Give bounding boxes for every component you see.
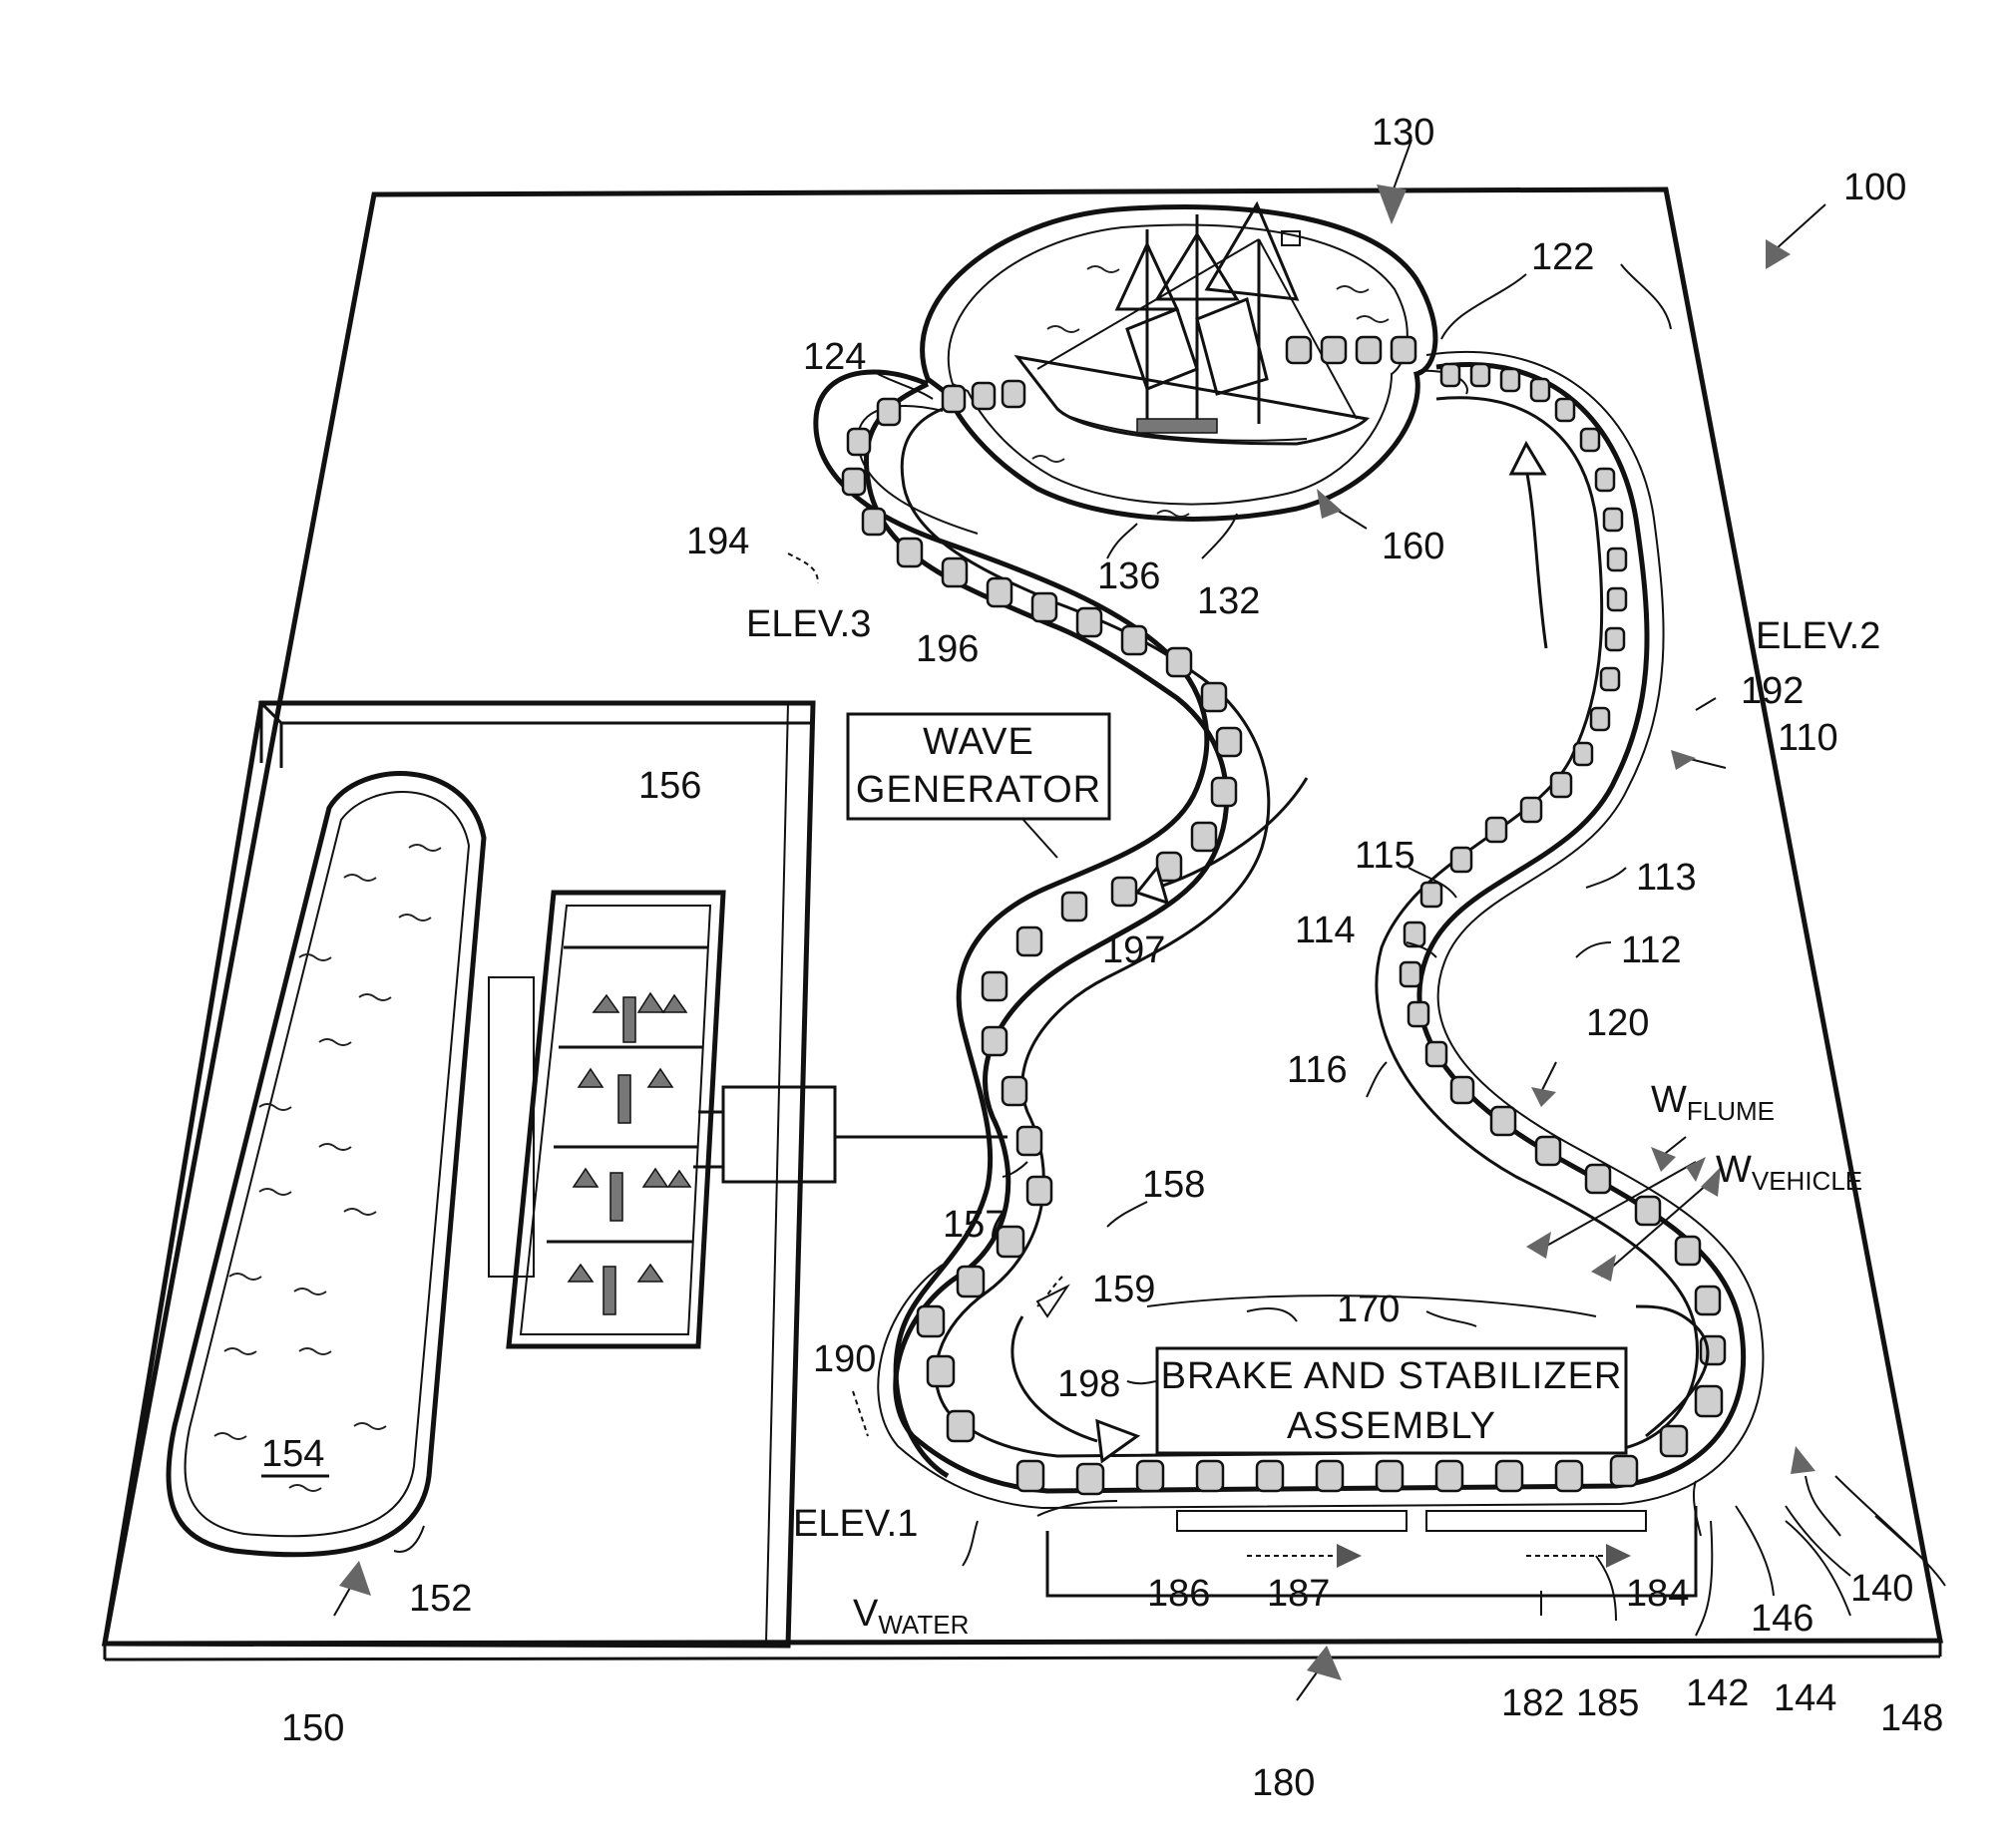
reservoir-structure	[102, 700, 1008, 1649]
label-160: 160	[1382, 526, 1444, 567]
label-154: 154	[261, 1433, 324, 1475]
w-vehicle-sub: VEHICLE	[1752, 1166, 1862, 1196]
label-v-water: VWATER	[853, 1593, 969, 1640]
vehicles	[841, 335, 1727, 1496]
label-184: 184	[1626, 1573, 1689, 1615]
label-110: 110	[1778, 717, 1838, 759]
label-114: 114	[1295, 910, 1356, 951]
label-170: 170	[1337, 1289, 1400, 1330]
label-187: 187	[1267, 1573, 1330, 1615]
label-198: 198	[1057, 1363, 1120, 1405]
wave-generator-line2: GENERATOR	[856, 769, 1101, 811]
label-150: 150	[281, 1707, 344, 1749]
ship	[1013, 200, 1371, 446]
label-124: 124	[803, 336, 866, 378]
label-157: 157	[943, 1204, 1006, 1246]
label-159: 159	[1092, 1269, 1155, 1310]
label-elev2: ELEV.2	[1756, 615, 1880, 657]
label-elev3: ELEV.3	[746, 603, 871, 645]
label-152: 152	[409, 1578, 472, 1620]
label-115: 115	[1355, 835, 1415, 877]
label-180: 180	[1252, 1762, 1315, 1804]
label-146: 146	[1751, 1598, 1814, 1640]
wave-generator-line1: WAVE	[923, 721, 1034, 763]
label-122: 122	[1531, 236, 1594, 278]
label-197: 197	[1102, 929, 1165, 971]
flow-arrows	[1010, 440, 1710, 1464]
label-130: 130	[1372, 112, 1434, 154]
label-113: 113	[1636, 857, 1697, 899]
label-185: 185	[1576, 1682, 1639, 1724]
pond	[920, 200, 1438, 522]
label-132: 132	[1197, 580, 1260, 622]
label-116: 116	[1287, 1049, 1348, 1091]
label-190: 190	[813, 1338, 876, 1380]
leader-lines	[333, 139, 1946, 1701]
wave-generator-box: WAVE GENERATOR	[846, 712, 1111, 859]
label-158: 158	[1142, 1164, 1205, 1206]
label-182: 182	[1501, 1682, 1564, 1724]
brake-stabilizer-box: BRAKE AND STABILIZER ASSEMBLY	[1155, 1346, 1628, 1455]
label-148: 148	[1880, 1697, 1943, 1739]
label-144: 144	[1774, 1677, 1836, 1719]
label-142: 142	[1686, 1672, 1749, 1714]
label-140: 140	[1850, 1568, 1913, 1610]
label-136: 136	[1097, 555, 1160, 597]
brake-box-line2: ASSEMBLY	[1287, 1405, 1496, 1447]
w-flume-sub: FLUME	[1687, 1096, 1775, 1126]
label-186: 186	[1147, 1573, 1210, 1615]
w-flume-main: W	[1651, 1079, 1687, 1121]
label-100: 100	[1843, 167, 1906, 208]
label-192: 192	[1741, 670, 1804, 712]
label-elev1: ELEV.1	[793, 1503, 918, 1545]
label-196: 196	[916, 628, 979, 670]
label-112: 112	[1621, 929, 1682, 971]
label-156: 156	[638, 765, 701, 807]
label-120: 120	[1586, 1002, 1649, 1044]
label-194: 194	[686, 521, 749, 562]
brake-box-line1: BRAKE AND STABILIZER	[1161, 1355, 1623, 1397]
base-platform	[101, 186, 1944, 1661]
v-water-sub: WATER	[878, 1610, 969, 1640]
v-water-main: V	[853, 1593, 879, 1635]
label-w-vehicle: WVEHICLE	[1716, 1149, 1862, 1196]
labels: 100 130 122 124 194 ELEV.3 136 132 160 1…	[261, 112, 1943, 1804]
w-vehicle-main: W	[1716, 1149, 1752, 1191]
label-w-flume: WFLUME	[1651, 1079, 1775, 1126]
station	[1036, 1500, 1698, 1598]
